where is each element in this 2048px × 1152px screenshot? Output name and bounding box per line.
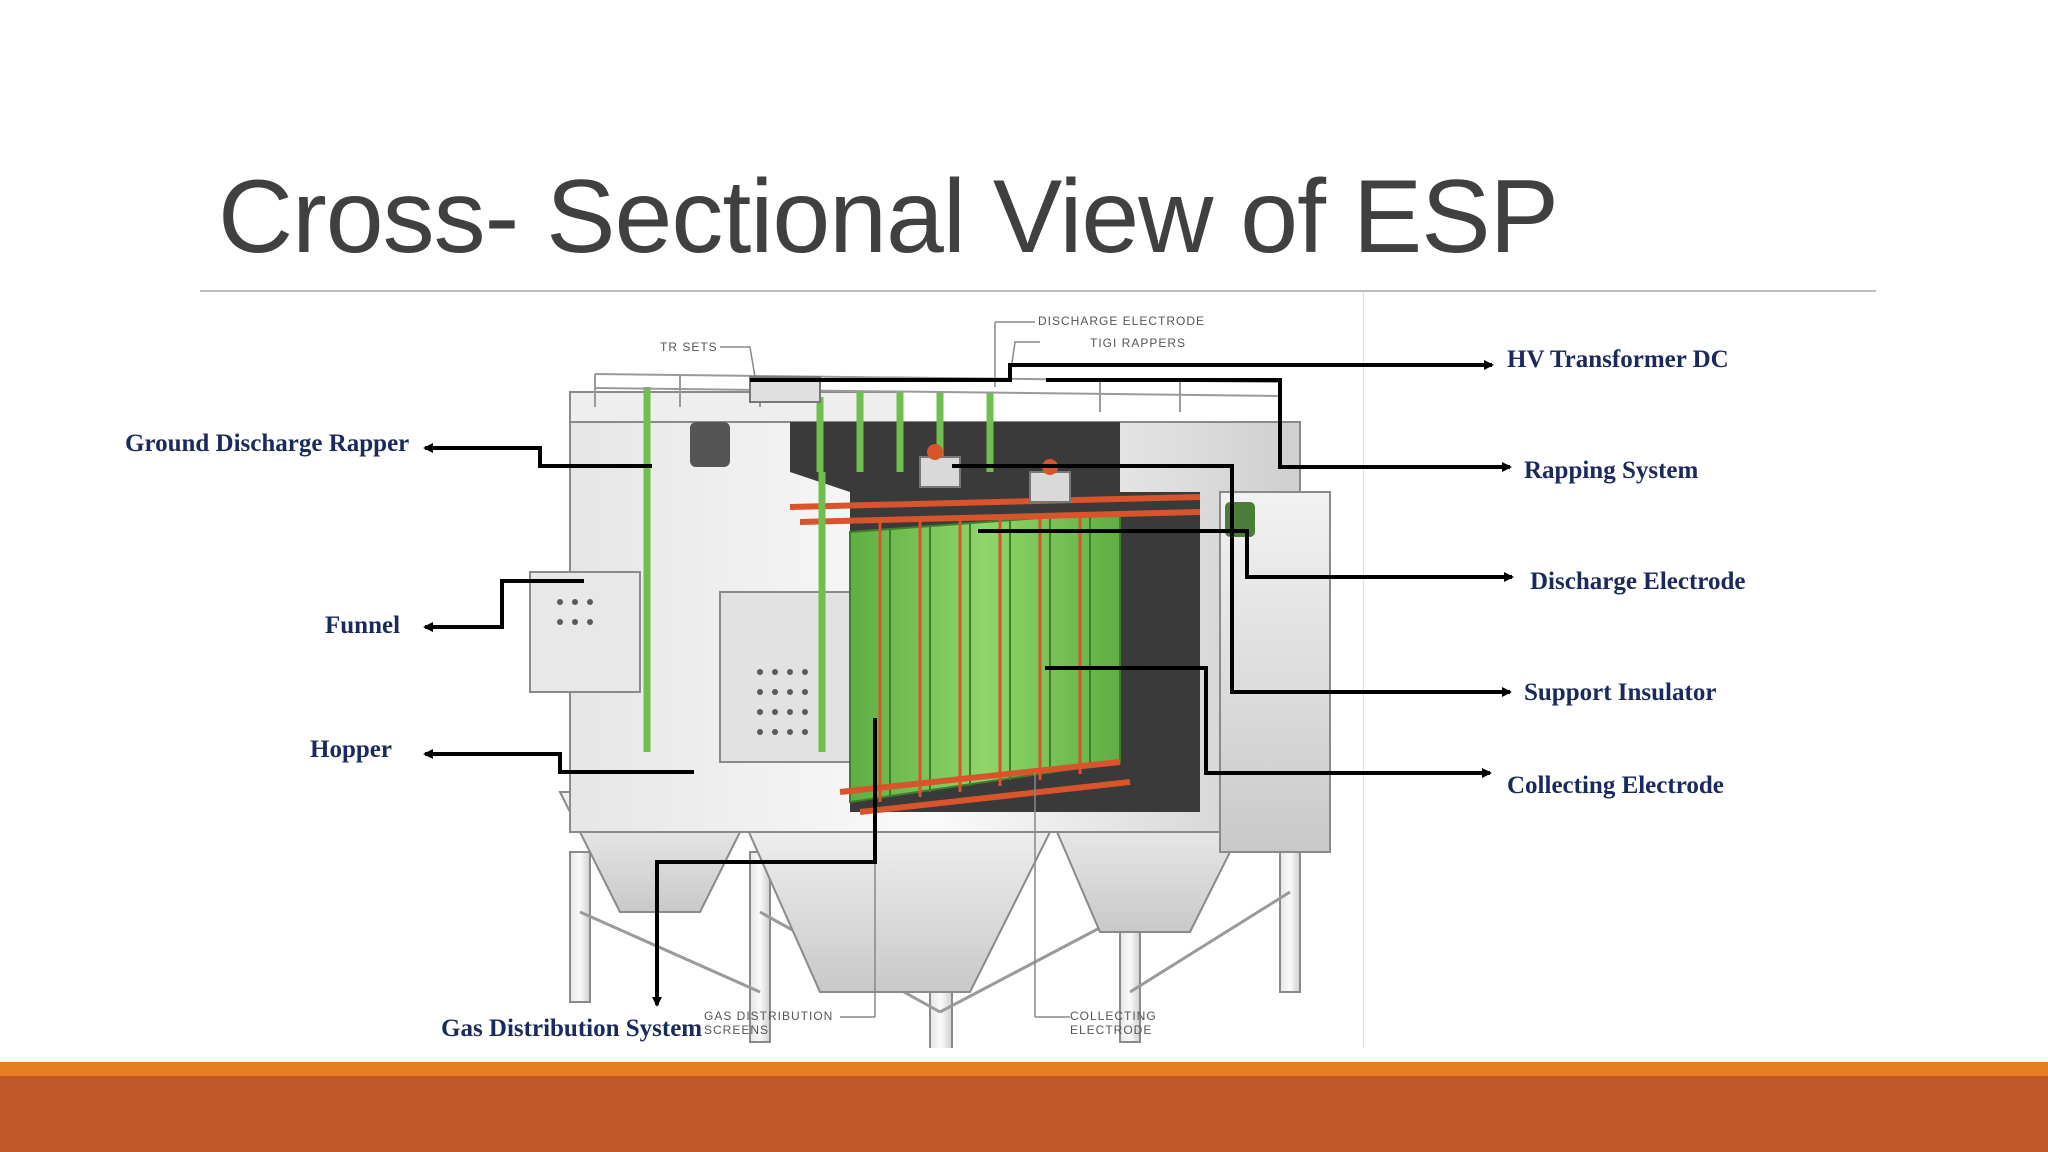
arrow-rapping-system [1046, 378, 1512, 472]
arrow-hopper [423, 749, 694, 774]
callout-support-insulator: Support Insulator [1524, 679, 1717, 706]
arrow-discharge-electrode [978, 529, 1514, 582]
access-hatch [690, 422, 730, 467]
esp-drawing [490, 292, 1364, 1048]
label-tigi-rappers: TIGI RAPPERS [1090, 336, 1187, 350]
distribution-screen [557, 599, 808, 735]
arrow-gas-distribution-system [652, 718, 877, 1007]
arrow-support-insulator [952, 464, 1512, 697]
arrow-hv-transformer [750, 360, 1494, 382]
callout-funnel: Funnel [325, 612, 401, 639]
collecting-electrode-plates [849, 510, 1121, 804]
footer-accent-stripe [0, 1062, 2048, 1076]
label-electrode: ELECTRODE [1070, 1023, 1153, 1037]
callout-discharge-electrode: Discharge Electrode [1530, 568, 1746, 595]
callout-gas-distribution-system: Gas Distribution System [441, 1015, 703, 1042]
arrow-ground-discharge-rapper [423, 443, 652, 468]
slide-title: Cross- Sectional View of ESP [218, 159, 1559, 275]
callout-hv-transformer-dc: HV Transformer DC [1507, 346, 1729, 373]
callout-collecting-electrode: Collecting Electrode [1507, 772, 1724, 799]
support-legs [569, 831, 1301, 1048]
label-tr-sets: TR SETS [660, 340, 718, 354]
label-collecting: COLLECTING [1070, 1009, 1157, 1023]
callout-ground-discharge-rapper: Ground Discharge Rapper [125, 430, 410, 457]
label-screens: SCREENS [704, 1023, 770, 1037]
label-discharge-electrode-small: DISCHARGE ELECTRODE [1038, 314, 1206, 328]
callout-hopper: Hopper [310, 736, 392, 763]
footer-bar [0, 1076, 2048, 1152]
discharge-electrode-wires [878, 512, 1082, 802]
arrow-funnel [423, 579, 584, 632]
rapper-rods [643, 387, 994, 752]
title-divider [200, 290, 1876, 292]
callout-rapping-system: Rapping System [1524, 457, 1699, 484]
arrow-collecting-electrode [1045, 666, 1492, 778]
label-gas-distribution-screens: GAS DISTRIBUTION [704, 1009, 834, 1023]
esp-illustration: DISCHARGE ELECTRODE TR SETS TIGI RAPPERS… [200, 292, 1364, 1048]
